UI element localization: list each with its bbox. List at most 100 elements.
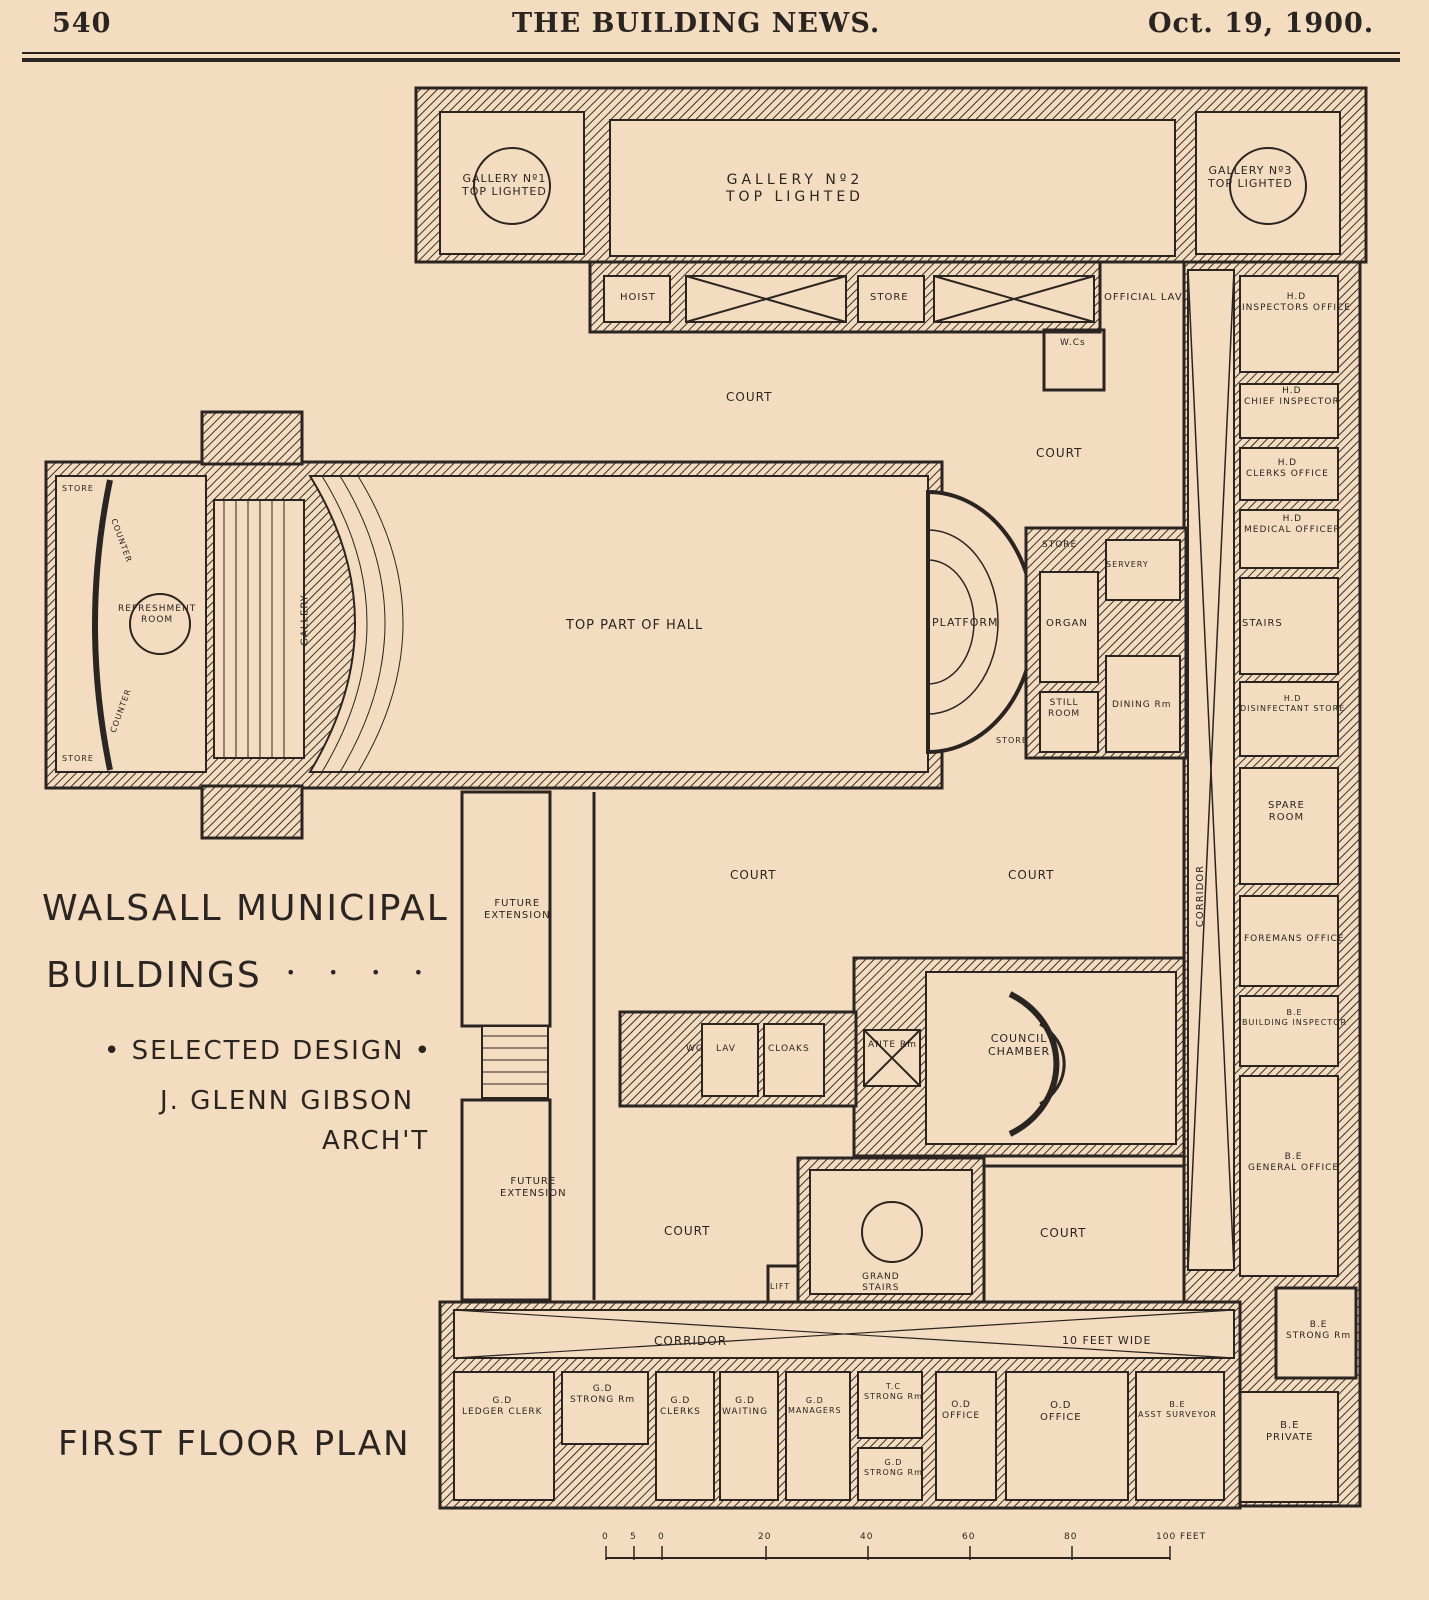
still-room [1039, 691, 1099, 753]
gallery-3-skylight [1229, 147, 1307, 225]
cloaks-room [763, 1023, 825, 1097]
label-official-lav: OFFICIAL LAV [1104, 292, 1183, 303]
label-gd-managers: G.D MANAGERS [788, 1396, 842, 1415]
scale-label-60: 60 [962, 1532, 976, 1542]
publication-title: THE BUILDING NEWS. [512, 8, 881, 39]
be-asst-room [1135, 1371, 1225, 1501]
scale-label-80: 80 [1064, 1532, 1078, 1542]
issue-date: Oct. 19, 1900. [1148, 8, 1375, 39]
label-be-general: B.E GENERAL OFFICE [1248, 1152, 1340, 1173]
label-corridor-right: CORRIDOR [1195, 864, 1207, 928]
page-number: 540 [52, 8, 112, 39]
stairs-room [1239, 577, 1339, 675]
council-chamber-space [925, 971, 1177, 1145]
council-inner-arc [1039, 1022, 1066, 1106]
hoist-room [603, 275, 671, 323]
label-wc: WC [686, 1044, 704, 1054]
gd-waiting-room [719, 1371, 779, 1501]
gd-clerks-room [655, 1371, 715, 1501]
label-tc-strong: T.C STRONG Rm [864, 1382, 923, 1401]
label-refreshment: REFRESHMENT ROOM [118, 604, 197, 625]
label-hd-chief: H.D CHIEF INSPECTOR [1244, 386, 1340, 407]
store-room-top [857, 275, 925, 323]
label-foremans: FOREMANS OFFICE [1244, 934, 1345, 944]
hd-disinfectant-room [1239, 681, 1339, 757]
platform-tier-2 [927, 559, 975, 685]
stair-well [861, 1201, 923, 1263]
refreshment-curve [92, 479, 113, 771]
label-council: COUNCIL CHAMBER [988, 1032, 1051, 1059]
foremans-room [1239, 895, 1339, 987]
label-be-private: B.E PRIVATE [1266, 1420, 1314, 1443]
grand-stairs [809, 1169, 973, 1295]
bottom-corridor-crosses [453, 1309, 1235, 1359]
lav-room [701, 1023, 759, 1097]
label-still-room: STILL ROOM [1048, 698, 1081, 719]
label-dining: DINING Rm [1112, 700, 1172, 710]
label-od-office-2: O.D OFFICE [1040, 1400, 1082, 1423]
title-line-2: BUILDINGS [46, 955, 262, 996]
gd-ledger-room [453, 1371, 555, 1501]
scale-bar-ticks [605, 1546, 1171, 1560]
od-office2-room [1005, 1371, 1129, 1501]
gd-managers-room [785, 1371, 851, 1501]
future-extension-2 [460, 1098, 552, 1302]
label-hd-disinfectant: H.D DISINFECTANT STORE [1240, 694, 1346, 713]
label-servery: SERVERY [1106, 560, 1149, 569]
label-store-left-top: STORE [62, 484, 94, 493]
tc-strong-room [857, 1371, 923, 1439]
label-court-mid-right: COURT [1008, 868, 1055, 882]
label-court-right-top: COURT [1036, 446, 1083, 460]
label-store-top: STORE [870, 292, 909, 303]
gallery-1-skylight [473, 147, 551, 225]
dining-room [1105, 655, 1181, 753]
label-gallery-hall: GALLERY [299, 594, 311, 646]
gallery-2 [609, 119, 1176, 257]
scale-label-20: 20 [758, 1532, 772, 1542]
future-stair-treads [482, 1035, 548, 1085]
selected-design: • SELECTED DESIGN • [104, 1036, 433, 1066]
label-gallery-1: GALLERY Nº1 TOP LIGHTED [462, 172, 547, 199]
label-gd-waiting: G.D WAITING [722, 1396, 769, 1417]
title-dots: • • • • [286, 963, 438, 982]
servery-room [1105, 539, 1181, 601]
label-be-asst: B.E ASST SURVEYOR [1138, 1400, 1217, 1419]
hd-clerks-room [1239, 447, 1339, 501]
be-private-room [1239, 1391, 1339, 1503]
gallery-arcs [321, 475, 404, 773]
hd-chief-room [1239, 383, 1339, 439]
scale-label-40: 40 [860, 1532, 874, 1542]
label-store-platform: STORE [1042, 540, 1078, 550]
scale-label-0: 0 [602, 1532, 609, 1542]
label-cloaks: CLOAKS [768, 1044, 810, 1054]
scale-label-10: 0 [658, 1532, 665, 1542]
architect-title: ARCH'T [322, 1126, 430, 1156]
gallery-3 [1195, 111, 1341, 255]
label-store-left-bottom: STORE [62, 754, 94, 763]
od-office1-room [935, 1371, 997, 1501]
be-strong-room [1274, 1286, 1358, 1380]
label-store-platform-2: STORE [996, 736, 1028, 745]
hall-main-space [308, 475, 929, 773]
wcs-block [1042, 328, 1106, 392]
platform-tier-1 [927, 529, 999, 715]
label-gallery-3: GALLERY Nº3 TOP LIGHTED [1208, 164, 1293, 191]
title-line-1: WALSALL MUNICIPAL [42, 888, 449, 929]
hall-gallery-seating [213, 499, 305, 759]
label-gallery-2: GALLERY Nº2 TOP LIGHTED [726, 172, 864, 205]
be-building-inspector-room [1239, 995, 1339, 1067]
label-ante: ANTE Rm [868, 1040, 917, 1050]
label-hd-clerks: H.D CLERKS OFFICE [1246, 458, 1329, 479]
label-hoist: HOIST [620, 292, 656, 303]
label-hd-inspectors: H.D INSPECTORS OFFICE [1242, 292, 1351, 313]
stair-crosses-top [685, 275, 1095, 323]
label-lift: LIFT [770, 1282, 791, 1291]
label-gd-ledger: G.D LEDGER CLERK [462, 1396, 543, 1417]
label-spare-room: SPARE ROOM [1268, 800, 1305, 823]
label-gd-strong: G.D STRONG Rm [570, 1384, 636, 1405]
gallery-1 [439, 111, 585, 255]
plan-title: FIRST FLOOR PLAN [58, 1424, 411, 1464]
label-future-2: FUTURE EXTENSION [500, 1176, 567, 1199]
label-platform: PLATFORM [932, 616, 999, 629]
